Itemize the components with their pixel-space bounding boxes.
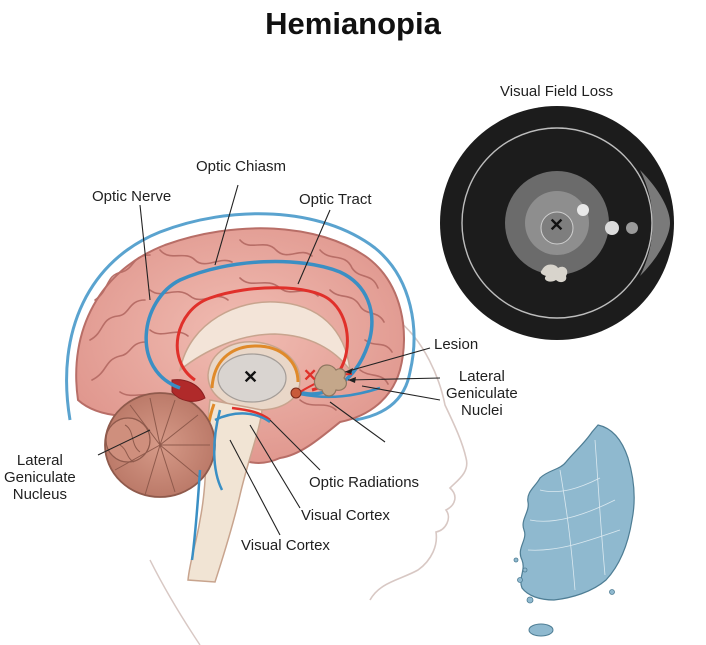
blue-inner-pathway xyxy=(299,386,381,399)
lesion-blob xyxy=(313,364,348,397)
label-lgn-right-line3: Nuclei xyxy=(461,402,503,419)
arrow-heads xyxy=(345,368,356,383)
label-lgn-right-line1: Lateral xyxy=(458,368,505,385)
label-optic-radiations: Optic Radiations xyxy=(309,474,420,491)
neck-outline xyxy=(149,559,201,645)
thalamus-inner xyxy=(217,353,287,403)
skull-outline xyxy=(65,212,416,422)
head-profile-outline xyxy=(369,317,468,601)
label-lgn-left-line1: Lateral xyxy=(16,452,63,469)
lgn-marker xyxy=(290,387,302,399)
map-silhouette xyxy=(513,424,635,637)
thalamus-orange-rim xyxy=(210,344,300,389)
label-optic-nerve: Optic Nerve xyxy=(92,188,172,205)
label-lgn-left-line3: Nucleus xyxy=(12,486,67,503)
brain-center-mark: ✕ xyxy=(243,367,259,387)
label-visual-cortex-2: Visual Cortex xyxy=(241,537,330,554)
red-radiation xyxy=(231,406,271,421)
leader-lines xyxy=(97,184,441,536)
label-lgn-right: Lateral Geniculate Nuclei xyxy=(446,368,518,419)
optic-radiation-blue-3 xyxy=(190,469,202,561)
label-optic-tract: Optic Tract xyxy=(299,191,372,208)
label-lesion: Lesion xyxy=(434,336,479,353)
page-title: Hemianopia xyxy=(265,6,441,41)
label-lgn-left-line2: Geniculate xyxy=(4,469,76,486)
visual-field-chart xyxy=(440,106,674,340)
label-lgn-right-line2: Geniculate xyxy=(446,385,518,402)
label-lgn-left: Lateral Geniculate Nucleus xyxy=(4,452,76,503)
visual-field-center-mark: ✕ xyxy=(549,215,565,235)
optic-radiation-blue-2 xyxy=(214,412,271,424)
label-optic-chiasm: Optic Chiasm xyxy=(196,158,287,175)
label-visual-cortex-1: Visual Cortex xyxy=(301,507,390,524)
visual-field-title: Visual Field Loss xyxy=(500,83,614,100)
lesion-mark: ✕ xyxy=(303,366,318,385)
corpus-callosum xyxy=(178,301,352,373)
